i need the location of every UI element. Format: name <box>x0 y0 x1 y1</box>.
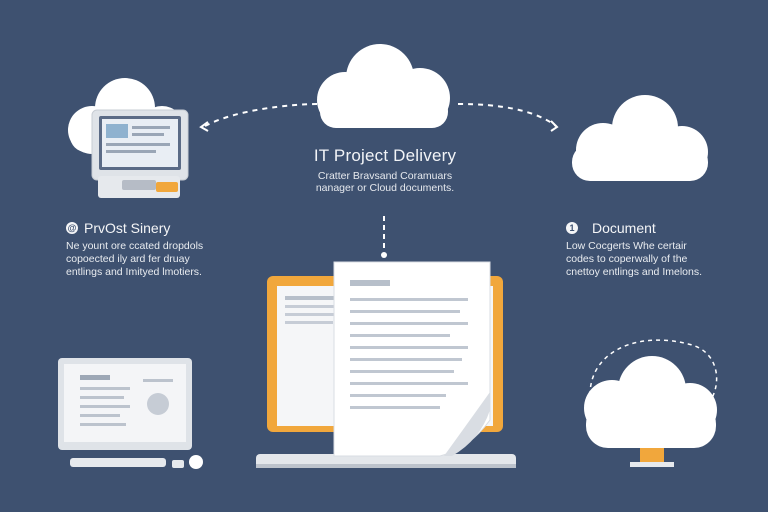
monitor-icon <box>91 109 189 198</box>
page-title: IT Project Delivery <box>313 146 457 165</box>
right-section-heading: 1 Document <box>566 220 656 236</box>
left-body-line: entlings and Imityed lmotiers. <box>66 266 202 278</box>
page-subtitle: Cratter Bravsand Coramuars nanager or Cl… <box>280 170 490 194</box>
cloud-icon-bottom-right <box>584 356 717 467</box>
document-icon <box>333 261 491 457</box>
subtitle-line: nanager or Cloud documents. <box>315 182 455 194</box>
right-heading-text: Document <box>592 220 656 236</box>
left-section-heading: @ PrvOst Sinery <box>66 220 170 236</box>
right-body-line: Low Cocgerts Whe certair <box>566 240 687 252</box>
connector-dot <box>381 252 387 258</box>
left-body-line: copoected ily ard fer druay <box>66 253 190 265</box>
cloud-icon-top <box>317 44 450 128</box>
connector-right-top <box>457 103 557 127</box>
left-heading-text: PrvOst Sinery <box>84 220 171 236</box>
cloud-icon-right <box>572 95 708 181</box>
right-section-body: Low Cocgerts Whe certair codes to coperw… <box>566 240 726 279</box>
connector-arrow-right <box>550 120 559 132</box>
right-body-line: codes to coperwally of the <box>566 253 688 265</box>
connector-arrow-left <box>199 121 209 132</box>
right-badge-icon: 1 <box>566 222 578 234</box>
left-body-line: Ne yount ore ccated dropdols <box>66 240 204 252</box>
desktop-icon <box>58 358 203 469</box>
left-section-body: Ne yount ore ccated dropdols copoected i… <box>66 240 226 279</box>
right-body-line: cnettoy entlings and Imelons. <box>566 266 702 278</box>
subtitle-line: Cratter Bravsand Coramuars <box>317 170 453 182</box>
connector-right-arc <box>589 339 718 399</box>
connector-left-top <box>204 103 319 127</box>
left-badge-icon: @ <box>66 222 78 234</box>
